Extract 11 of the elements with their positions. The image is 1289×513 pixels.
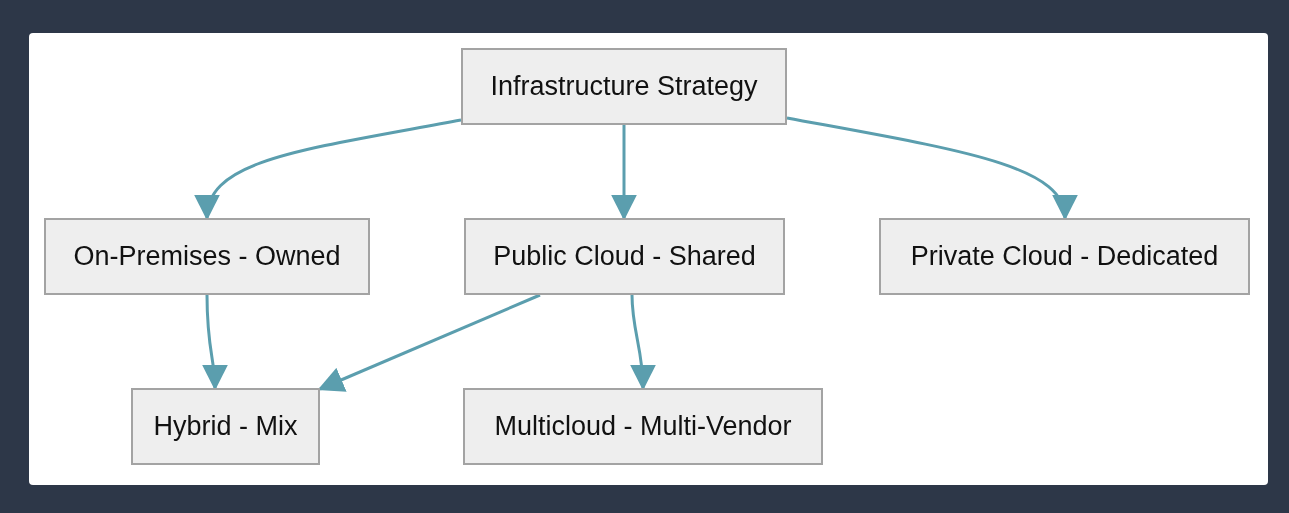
arrow: [629, 294, 656, 391]
process-box: Hybrid - Mix: [131, 388, 320, 465]
process-box: Infrastructure Strategy: [461, 48, 787, 125]
arrow: [317, 293, 541, 392]
process-box: Multicloud - Multi-Vendor: [463, 388, 823, 465]
process-box: On-Premises - Owned: [44, 218, 370, 295]
arrow: [611, 125, 637, 221]
process-box: Public Cloud - Shared: [464, 218, 785, 295]
process-box: Private Cloud - Dedicated: [879, 218, 1250, 295]
arrow: [201, 294, 228, 391]
arrow: [197, 118, 462, 221]
